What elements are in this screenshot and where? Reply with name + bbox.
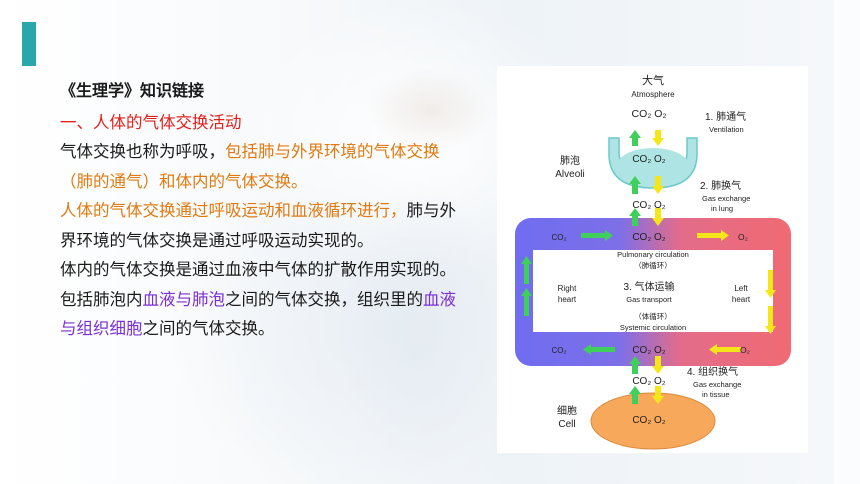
systemic-gases: CO₂ O₂: [632, 345, 665, 356]
vertical-arrows: [629, 130, 664, 404]
step1-cn: 1. 肺通气: [705, 110, 746, 123]
gas-exchange-diagram: 大气 Atmosphere CO₂ O₂ 1. 肺通气 Ventilation …: [497, 66, 808, 453]
p3-a: 体内的气体交换是通过血液中气体的扩散作用实现的。包括肺泡内: [60, 260, 456, 309]
p1-a: 气体交换也称为呼吸，: [60, 142, 225, 161]
pulmonary-cn: （肺循环）: [634, 260, 672, 270]
p3-b: 血液与肺泡: [142, 289, 226, 309]
right-heart-2: heart: [558, 295, 577, 304]
step2-en-2: in lung: [711, 204, 733, 213]
systemic-o2-right: O₂: [740, 345, 750, 355]
left-heart-1: Left: [734, 284, 748, 293]
paragraph-3: 体内的气体交换是通过血液中气体的扩散作用实现的。包括肺泡内血液与肺泡之间的气体交…: [60, 255, 470, 344]
pulmonary-en: Pulmonary circulation: [617, 250, 689, 259]
section-heading: 一、人体的气体交换活动: [60, 112, 242, 132]
accent-bar: [22, 22, 36, 66]
systemic-cn: （体循环）: [634, 311, 672, 321]
p2-b: 肺与外界环境的气体交换是通过呼吸运动实现的。: [60, 201, 456, 250]
alveoli-cn: 肺泡: [560, 154, 580, 167]
systemic-co2-left: CO₂: [551, 346, 566, 355]
p1-b: 包括肺与外界环境的气体交换（肺的通气）和体内的气体交换。: [60, 142, 440, 191]
step2-en-1: Gas exchange: [702, 194, 750, 203]
tissue-gases: CO₂ O₂: [632, 376, 665, 387]
alveoli-en: Alveoli: [555, 169, 584, 180]
atmosphere-cn: 大气: [642, 73, 664, 87]
p3-e: 之间的气体交换。: [142, 319, 275, 338]
text-block: 《生理学》知识链接 一、人体的气体交换活动 气体交换也称为呼吸，包括肺与外界环境…: [60, 76, 470, 344]
atmosphere-gases: CO₂ O₂: [632, 108, 667, 120]
paragraph-1: 气体交换也称为呼吸，包括肺与外界环境的气体交换（肺的通气）和体内的气体交换。: [60, 137, 470, 196]
pulmonary-co2-left: CO₂: [551, 233, 566, 242]
pulmonary-gases: CO₂ O₂: [632, 232, 665, 243]
right-edge-overlay: [834, 0, 860, 484]
left-heart-2: heart: [732, 295, 751, 304]
cell-cn: 细胞: [557, 404, 577, 417]
pulmonary-o2-right: O₂: [738, 232, 748, 242]
step4-cn: 4. 组织换气: [687, 365, 738, 378]
step3-cn: 3. 气体运输: [623, 280, 674, 293]
step1-en: Ventilation: [709, 125, 744, 134]
p3-c: 之间的气体交换，组织里的: [225, 289, 423, 309]
cell-shape: [590, 392, 716, 450]
p2-a: 人体的气体交换通过呼吸运动和血液循环进行，: [60, 201, 407, 220]
background-doctor-photo: [330, 40, 500, 470]
p3-d: 血液与组织细胞: [60, 289, 456, 339]
step2-cn: 2. 肺换气: [700, 179, 741, 192]
cell-en: Cell: [558, 419, 575, 430]
loop-arrows: [521, 230, 776, 355]
step4-en-1: Gas exchange: [693, 380, 741, 389]
gas-exchange-svg: 大气 Atmosphere CO₂ O₂ 1. 肺通气 Ventilation …: [515, 73, 791, 450]
lung-gases: CO₂ O₂: [632, 200, 665, 211]
step3-en: Gas transport: [626, 295, 672, 304]
step4-en-2: in tissue: [702, 390, 730, 399]
paragraph-2: 人体的气体交换通过呼吸运动和血液循环进行，肺与外界环境的气体交换是通过呼吸运动实…: [60, 196, 470, 255]
alveoli-gases: CO₂ O₂: [632, 154, 665, 165]
cell-gases: CO₂ O₂: [632, 415, 665, 426]
right-heart-1: Right: [558, 284, 577, 293]
atmosphere-en: Atmosphere: [631, 90, 675, 99]
section-title: 《生理学》知识链接: [60, 81, 205, 100]
systemic-en: Systemic circulation: [620, 323, 686, 332]
